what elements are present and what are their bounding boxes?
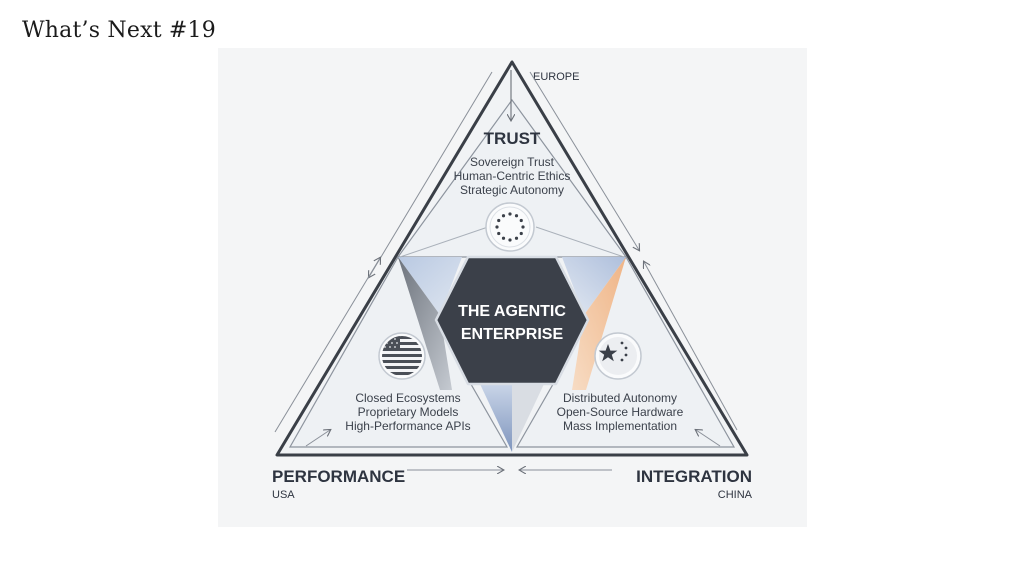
trust-item: Strategic Autonomy [460, 183, 564, 197]
region-europe: EUROPE [533, 71, 579, 83]
eu-flag-icon [485, 202, 535, 252]
facet-bottom-right [512, 384, 544, 452]
eu-star [508, 238, 512, 242]
performance-heading: PERFORMANCE [272, 467, 405, 486]
performance-item: Closed Ecosystems [355, 391, 460, 405]
center-title-line1: THE AGENTIC [458, 303, 566, 320]
eu-star [519, 218, 523, 223]
flow-arrow [529, 71, 639, 250]
eu-star [514, 214, 519, 218]
integration-item: Open-Source Hardware [557, 405, 684, 419]
eu-star [495, 225, 499, 229]
performance-item: High-Performance APIs [345, 419, 470, 433]
trust-heading: TRUST [484, 129, 541, 148]
flow-arrow [369, 71, 493, 277]
region-china: CHINA [718, 489, 753, 501]
eu-star [501, 236, 506, 240]
eu-star [497, 231, 501, 236]
facet-right-orange [572, 257, 626, 390]
center-hexagon [434, 255, 590, 386]
flow-arrow [644, 262, 738, 431]
region-usa: USA [272, 489, 295, 501]
integration-item: Distributed Autonomy [563, 391, 677, 405]
eu-star [497, 218, 501, 223]
us-flag-icon [378, 332, 426, 380]
facet-bottom-left [480, 384, 512, 452]
facet-top-left-blue [398, 257, 462, 315]
integration-heading: INTEGRATION [636, 467, 752, 486]
eu-star [514, 236, 519, 240]
facet-left-grey [398, 257, 452, 390]
center-title-line2: ENTERPRISE [461, 326, 564, 343]
flow-arrow [305, 430, 330, 447]
china-flag-icon [594, 332, 642, 380]
flow-arrow [274, 258, 380, 433]
facet-top-right-blue [562, 257, 626, 315]
eu-star [519, 231, 523, 236]
page-title: What’s Next #19 [22, 18, 216, 43]
eu-star [501, 214, 506, 218]
trust-item: Human-Centric Ethics [454, 169, 571, 183]
flow-arrow [696, 430, 721, 447]
eu-star [521, 225, 525, 229]
integration-item: Mass Implementation [563, 419, 677, 433]
performance-item: Proprietary Models [358, 405, 459, 419]
eu-star [508, 212, 512, 216]
trust-item: Sovereign Trust [470, 155, 555, 169]
